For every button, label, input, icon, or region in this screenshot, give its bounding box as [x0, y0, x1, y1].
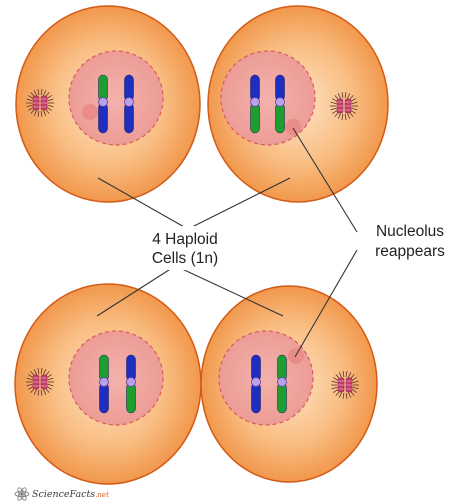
cell-bottom-left — [14, 283, 202, 485]
nucleus — [68, 330, 164, 426]
cells-layer — [14, 5, 389, 485]
chromosome — [98, 74, 108, 134]
haploid-label-bg — [132, 226, 244, 270]
chromosome — [126, 354, 136, 414]
nucleolus — [285, 119, 301, 135]
chromosome — [99, 354, 109, 414]
centrosome — [330, 92, 358, 120]
leader-line-top-left — [97, 177, 187, 229]
nucleolus-label-line2: reappears — [375, 243, 445, 260]
nucleolus-label-line1: Nucleolus — [376, 223, 444, 240]
chromosome — [251, 354, 261, 414]
chromosome — [250, 74, 260, 134]
logo-suffix: .net — [95, 491, 109, 499]
centrosome — [26, 368, 54, 396]
leader-line-nucleolus-top — [292, 127, 358, 233]
centrosome — [331, 371, 359, 399]
haploid-label-line2: Cells (1n) — [152, 250, 218, 267]
nucleus — [218, 330, 314, 426]
leader-line-bottom-right — [179, 267, 284, 317]
leader-line-nucleolus-bottom — [294, 249, 358, 358]
chromosome — [275, 74, 285, 134]
cell-bottom-right — [200, 285, 378, 483]
leader-line-bottom-left — [96, 267, 173, 317]
centrosome — [26, 89, 54, 117]
cell-top-left — [15, 5, 201, 203]
chromosome — [124, 74, 134, 134]
sciencefacts-logo: ScienceFacts.net — [14, 487, 109, 501]
nucleolus-label-bg — [358, 218, 462, 262]
svg-text:ScienceFacts.net: ScienceFacts.net — [32, 489, 109, 500]
leader-line-top-right — [189, 177, 291, 229]
haploid-label-line1: 4 Haploid — [152, 231, 218, 248]
atom-icon — [14, 487, 30, 501]
chromosome — [277, 354, 287, 414]
nucleus — [68, 50, 164, 146]
logo-text: ScienceFacts — [32, 489, 95, 500]
leader-lines — [96, 127, 358, 358]
nucleus — [220, 50, 316, 146]
cell-top-right — [207, 5, 389, 203]
nucleolus — [82, 104, 98, 120]
